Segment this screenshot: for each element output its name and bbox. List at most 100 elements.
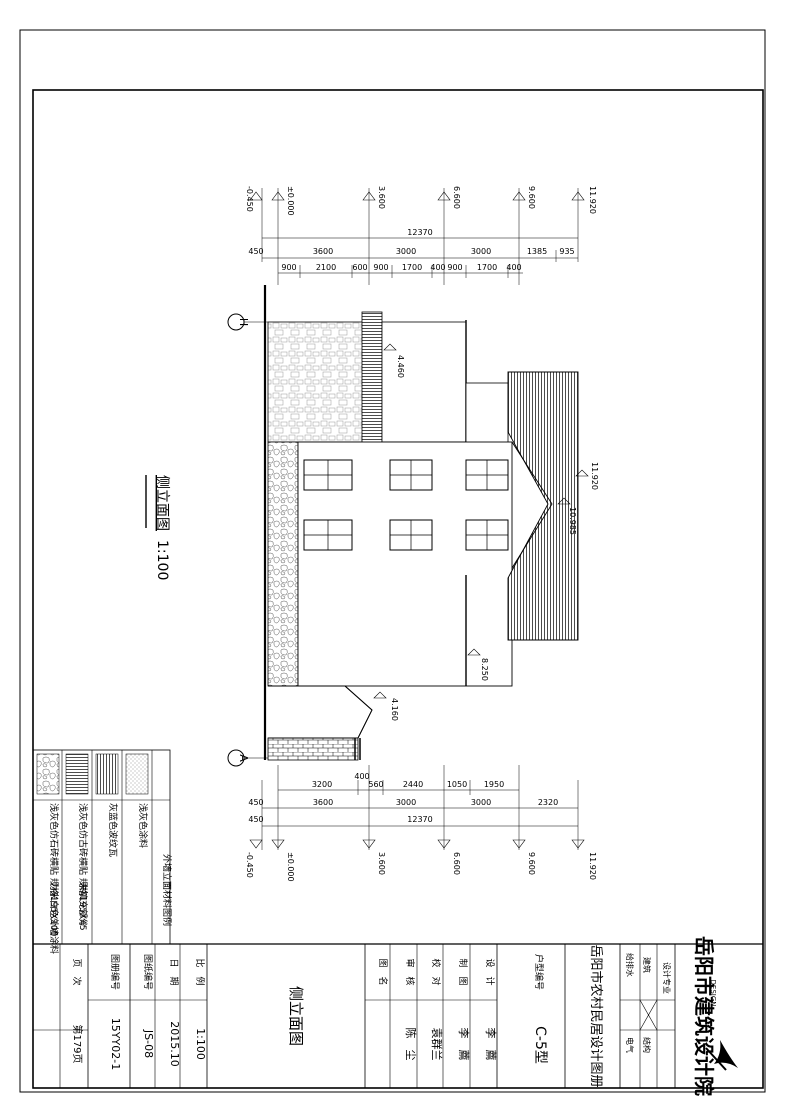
chimney [361, 311, 383, 449]
top-level-2: ±0.000 [286, 186, 295, 216]
drawing-title: 侧立面图 [154, 475, 170, 531]
top-dim-r2-3: 600 [352, 263, 367, 272]
porch-brick-base [267, 737, 359, 761]
legend-item-1-desc: 浅灰色涂料 [137, 803, 149, 848]
bottom-level-4: 6.600 [452, 852, 461, 875]
title-block [33, 943, 763, 1088]
bottom-level-6: 11.920 [588, 852, 597, 880]
spot-level-4: 8.250 [480, 658, 489, 681]
bottom-level-3: 3.600 [377, 852, 386, 875]
legend-title: 外墙立面材料图例 [161, 854, 173, 926]
top-level-4: 6.600 [452, 186, 461, 209]
spot-level-1: 4.460 [396, 355, 405, 378]
window [389, 459, 433, 491]
specialty-structure: 结构 [642, 1037, 652, 1053]
top-dim-r1-5: 1385 [527, 247, 547, 256]
bottom-dim-r2-1: 3200 [312, 780, 332, 789]
top-dim-r2-6: 400 [430, 263, 445, 272]
specialty-plumbing: 给排水 [625, 953, 635, 977]
bottom-dim-total: 12370 [407, 815, 432, 824]
sheet-outer-border [19, 29, 766, 1093]
role-check-name: 袁群兰 [430, 1028, 444, 1061]
spot-level-5: 4.160 [390, 698, 399, 721]
date-label: 日 期 [168, 958, 179, 985]
role-design-name: 李 薦 [484, 1028, 498, 1061]
window [465, 459, 509, 491]
bottom-dimension-lines [249, 765, 585, 850]
house-type-value: C-5型 [532, 1026, 548, 1064]
main-roof [507, 371, 579, 641]
legend-note-1: 未填充部分 [77, 882, 89, 927]
bottom-dim-r1-1b: 450 [248, 815, 263, 824]
page-label: 页 次 [71, 958, 83, 985]
top-level-3: 3.600 [377, 186, 386, 209]
legend-note-2: 为米白色外墙涂料 [48, 882, 60, 954]
axis-label-h: H [237, 318, 250, 326]
page-value: 第179页 [71, 1024, 84, 1063]
top-dim-r1-3: 3000 [396, 247, 416, 256]
bottom-dim-r2-2: 400 [354, 772, 369, 781]
drawing-name-value: 侧立面图 [287, 986, 305, 1046]
bottom-dim-r1-4: 3000 [471, 798, 491, 807]
window [303, 519, 353, 551]
role-review-name: 陈 尘 [404, 1028, 418, 1061]
house-type-label: 户型编号 [533, 954, 545, 990]
top-dim-r2-5: 1700 [402, 263, 422, 272]
bottom-level-5: 9.600 [527, 852, 536, 875]
window [303, 459, 353, 491]
top-dim-r1-6: 935 [559, 247, 574, 256]
atlas-number-label: 图册编号 [109, 954, 121, 990]
specialty-electrical: 电气 [625, 1037, 635, 1053]
top-dim-r2-4: 900 [373, 263, 388, 272]
role-drafting-label: 制 图 [457, 958, 469, 985]
role-drafting-name: 李 薦 [457, 1028, 471, 1061]
top-dim-r1-4: 3000 [471, 247, 491, 256]
sheet-number-value: JS-08 [142, 1029, 155, 1058]
institute-logo-text: DESIGN [709, 980, 717, 1007]
spot-level-3: 10.985 [568, 507, 577, 535]
axis-bubble-h [227, 313, 268, 331]
axis-bubble-a [227, 749, 268, 767]
top-dim-r2-9: 400 [506, 263, 521, 272]
role-design-label: 设 计 [484, 958, 496, 985]
bottom-dim-r1-2: 3600 [313, 798, 333, 807]
bottom-dim-r1-5: 2320 [538, 798, 558, 807]
institute-name: 岳阳市建筑设计院 [692, 936, 716, 1096]
upper-stone-wall [267, 321, 367, 443]
top-dim-total: 12370 [407, 228, 432, 237]
bottom-level-2: ±0.000 [286, 852, 295, 882]
top-level-5: 9.600 [527, 186, 536, 209]
top-dim-r2-2: 2100 [316, 263, 336, 272]
top-dim-r2-1: 900 [281, 263, 296, 272]
bottom-dim-r1-1: 450 [248, 798, 263, 807]
legend-item-2-desc: 灰蓝色波纹瓦 [107, 803, 119, 857]
sheet-number-label: 图纸编号 [142, 954, 154, 990]
window [465, 519, 509, 551]
atlas-number-value: 15YY02-1 [109, 1018, 122, 1070]
top-dim-r1-1: 450 [248, 247, 263, 256]
bottom-dim-r2-3: 560 [368, 780, 383, 789]
bottom-dim-r2-6: 1950 [484, 780, 504, 789]
specialty-label: 设计专业 [662, 962, 672, 994]
main-stone-base [267, 441, 299, 687]
drawing-scale: 1:100 [154, 540, 170, 580]
institute-logo-icon [705, 1040, 738, 1071]
design-book-title: 岳阳市农村民居设计图册 [588, 944, 604, 1087]
drawing-name-label: 图 名 [377, 958, 389, 985]
bottom-dim-r1-3: 3000 [396, 798, 416, 807]
top-level-1: -0.450 [245, 186, 254, 212]
role-review-label: 审 核 [404, 958, 416, 985]
scale-value: 1:100 [194, 1028, 207, 1060]
date-value: 2015.10 [168, 1021, 181, 1067]
top-dim-r2-8: 1700 [477, 263, 497, 272]
scale-label: 比 例 [194, 958, 206, 985]
building-elevation [263, 285, 579, 761]
role-check-label: 校 对 [430, 958, 442, 985]
spot-level-2: 11.920 [590, 462, 599, 490]
top-level-6: 11.920 [588, 186, 597, 214]
legend-item-4-desc: 浅灰色仿石砖横贴 规格195X100 [48, 803, 60, 937]
material-legend-table [32, 749, 171, 945]
window [389, 519, 433, 551]
axis-label-a: A [237, 754, 250, 762]
bottom-level-1: -0.450 [245, 852, 254, 878]
